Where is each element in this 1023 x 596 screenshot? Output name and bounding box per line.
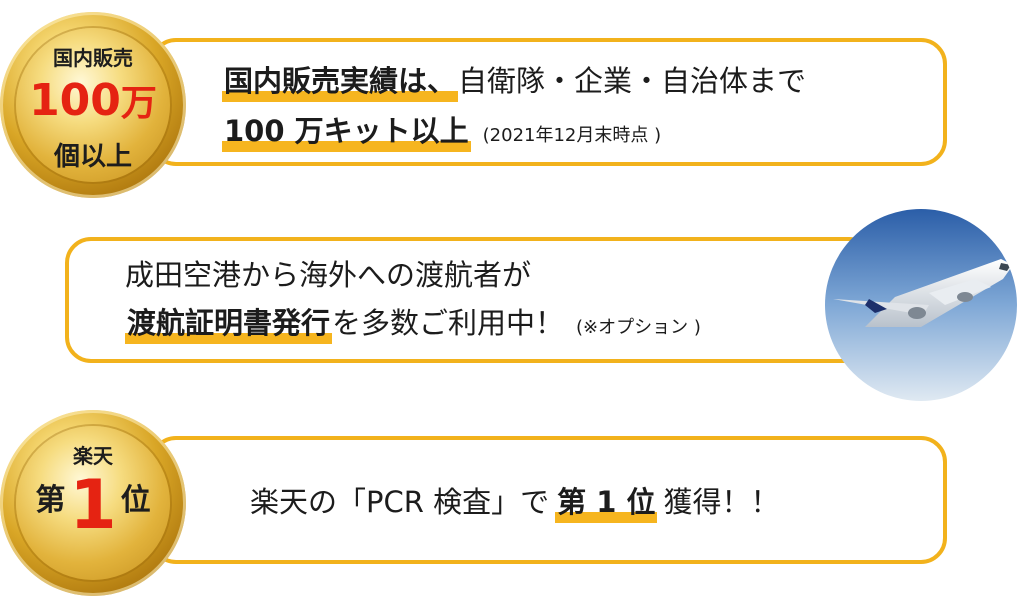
rakuten-rank-highlight: 第 1 位 xyxy=(555,485,658,523)
rakuten-card xyxy=(150,436,947,564)
sales-medal-face xyxy=(16,28,170,182)
sales-highlight-1: 国内販売実績は、 xyxy=(222,64,459,102)
rakuten-line: 楽天の「PCR 検査」で第 1 位獲得！！ xyxy=(250,485,780,523)
travel-line-2: 渡航証明書発行を多数ご利用中！ (※オプション ) xyxy=(125,306,701,345)
sales-line-2: 100 万キット以上 (2021年12月末時点 ) xyxy=(222,114,661,153)
medal-rank-prefix: 第 xyxy=(35,483,66,518)
sales-medal-icon: 国内販売 100万 個以上 xyxy=(0,12,186,198)
medal-rakuten: 楽天 xyxy=(73,444,113,468)
airplane-image xyxy=(825,209,1017,401)
sales-date-note: (2021年12月末時点 ) xyxy=(482,125,662,146)
rakuten-part-1: 楽天の「PCR 検査」で xyxy=(250,485,550,519)
travel-rest: を多数ご利用中！ xyxy=(332,306,565,340)
medal-count: 100万 xyxy=(0,74,186,126)
travel-option-note: (※オプション ) xyxy=(576,317,701,338)
medal-number: 100 xyxy=(29,75,121,126)
sales-line-1: 国内販売実績は、自衛隊・企業・自治体まで xyxy=(222,64,807,102)
rakuten-medal-face xyxy=(16,426,170,580)
sales-rest-1: 自衛隊・企業・自治体まで xyxy=(458,64,807,98)
travel-line-1: 成田空港から海外への渡航者が xyxy=(125,258,532,292)
travel-highlight: 渡航証明書発行 xyxy=(125,306,333,344)
medal-or-more: 個以上 xyxy=(53,142,132,172)
medal-domestic-sales: 国内販売 xyxy=(53,46,133,70)
medal-rank-suffix: 位 xyxy=(120,483,151,518)
medal-unit: 万 xyxy=(120,83,157,124)
rakuten-part-2: 獲得！！ xyxy=(663,485,780,519)
medal-rank-number: 1 xyxy=(69,466,117,545)
sales-highlight-2: 100 万キット以上 xyxy=(222,114,471,152)
